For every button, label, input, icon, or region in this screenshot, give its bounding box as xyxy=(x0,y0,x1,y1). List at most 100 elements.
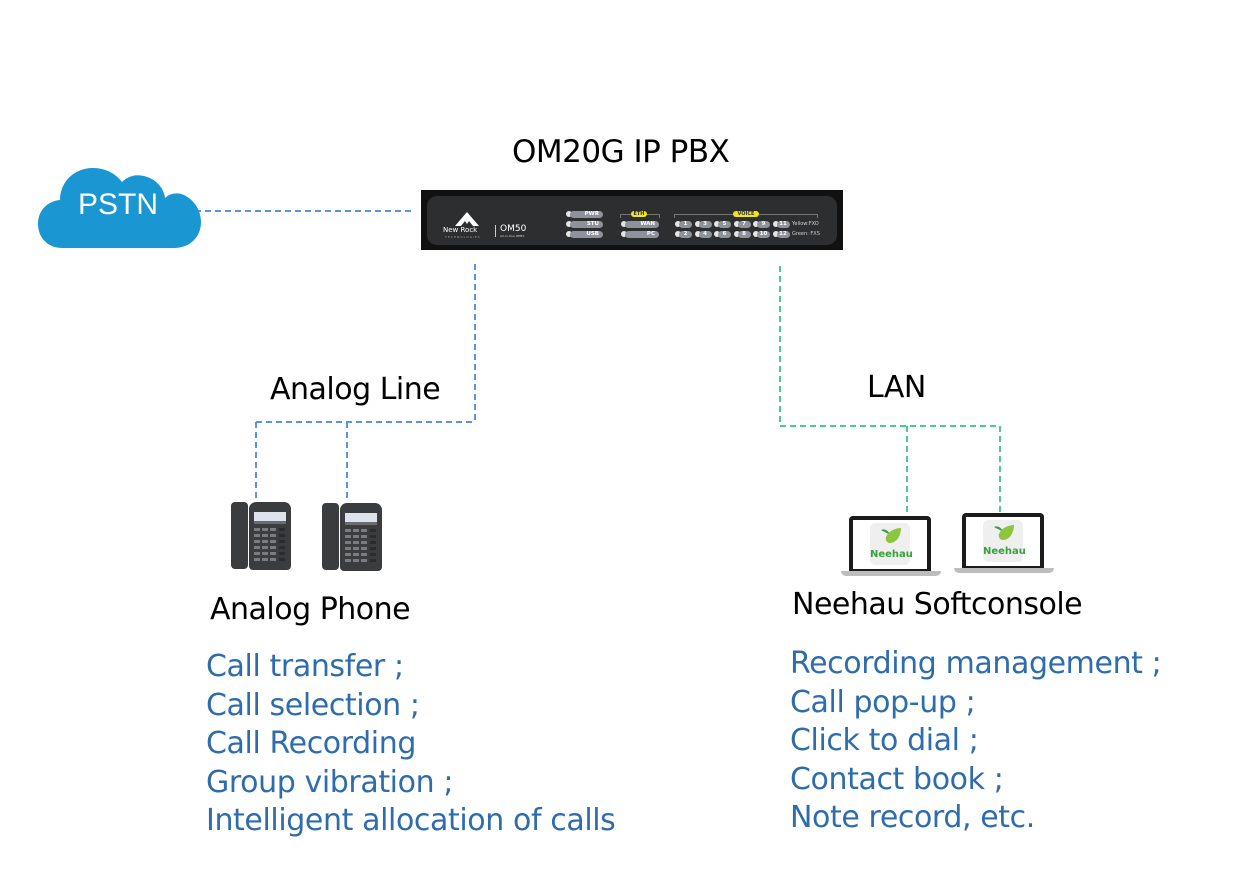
voice-port-label: 6 xyxy=(718,231,731,238)
voice-group-label: VOICE xyxy=(733,211,759,217)
keypad-key xyxy=(270,540,276,543)
keypad-key xyxy=(254,558,260,561)
pc-led xyxy=(621,231,627,237)
laptop-base xyxy=(954,568,1054,573)
handset-icon xyxy=(322,503,339,570)
analog-line-label: Analog Line xyxy=(270,372,441,407)
voice-port-label: 5 xyxy=(718,221,731,228)
keypad-key xyxy=(353,559,359,562)
keypad-key xyxy=(353,547,359,550)
keypad-key xyxy=(361,535,367,538)
laptop-2: Neehau xyxy=(954,513,1054,575)
wan-led xyxy=(621,221,627,227)
new-rock-logo-icon xyxy=(455,212,479,226)
keypad-key xyxy=(361,541,367,544)
voice-port-led xyxy=(714,231,720,237)
keypad-key xyxy=(262,534,268,537)
voice-port-led xyxy=(694,231,701,237)
pwr-led xyxy=(566,211,572,217)
keypad-key xyxy=(254,546,260,549)
lan-label: LAN xyxy=(867,370,926,405)
analog-phone-1 xyxy=(231,502,293,572)
pstn-cloud: PSTN xyxy=(38,160,203,250)
keypad-key xyxy=(254,552,260,555)
cloud-icon xyxy=(38,168,201,248)
keypad-key xyxy=(345,559,351,562)
keypad-key xyxy=(270,558,276,561)
keypad-key xyxy=(361,547,367,550)
voice-port-led xyxy=(753,221,759,227)
softconsole-features: Recording management ; Call pop-up ; Cli… xyxy=(790,645,1162,838)
keypad-key xyxy=(279,546,285,549)
stu-label: STU xyxy=(570,221,603,228)
legend-fxs: Green: FXS xyxy=(792,231,820,237)
usb-label: USB xyxy=(570,231,603,238)
voice-port-led xyxy=(675,221,681,227)
neehau-app-icon: Neehau xyxy=(870,523,913,565)
keypad-key xyxy=(345,547,351,550)
keypad-key xyxy=(353,535,359,538)
softconsole-label: Neehau Softconsole xyxy=(792,587,1083,622)
keypad-key xyxy=(370,529,376,532)
phone-base-icon xyxy=(249,502,291,570)
keypad-key xyxy=(254,540,260,543)
keypad-key xyxy=(353,529,359,532)
feature-item: Contact book ; xyxy=(790,761,1004,797)
voice-port-led xyxy=(733,221,740,227)
keypad-key xyxy=(279,552,285,555)
analog-phone-label: Analog Phone xyxy=(210,592,411,627)
keypad-key xyxy=(370,547,376,550)
keypad-key xyxy=(270,546,276,549)
keypad-key xyxy=(270,528,276,531)
handset-icon xyxy=(231,502,248,569)
pbx-brand: New Rock xyxy=(443,226,478,234)
keypad-key xyxy=(361,559,367,562)
analog-phone-features: Call transfer ; Call selection ; Call Re… xyxy=(206,648,616,841)
voice-port-label: 1 xyxy=(679,221,692,228)
keypad-key xyxy=(279,558,285,561)
pbx-model-sub: All-in-One IPPBX xyxy=(500,234,525,238)
keypad-key xyxy=(370,535,376,538)
keypad-key xyxy=(270,534,276,537)
keypad-key xyxy=(345,535,351,538)
voice-port-label: 12 xyxy=(776,231,790,238)
feature-item: Click to dial ; xyxy=(790,723,979,758)
voice-port-led xyxy=(753,231,759,237)
voice-port-label: 3 xyxy=(698,221,712,228)
pbx-model: OM50 xyxy=(500,224,527,234)
leaf-icon xyxy=(994,525,1014,540)
keypad-key xyxy=(279,540,285,543)
feature-item: Note record, etc. xyxy=(790,800,1035,835)
keypad-key xyxy=(262,546,268,549)
leaf-icon xyxy=(881,528,901,543)
keypad-key xyxy=(262,528,268,531)
keypad-key xyxy=(270,552,276,555)
pwr-label: PWR xyxy=(570,211,603,218)
stu-led xyxy=(566,221,572,227)
voice-port-label: 7 xyxy=(737,221,751,228)
pbx-title: OM20G IP PBX xyxy=(512,134,730,170)
pbx-divider xyxy=(495,225,496,237)
feature-item: Call selection ; xyxy=(206,687,420,723)
voice-port-led xyxy=(772,231,779,237)
keypad-key xyxy=(370,559,376,562)
keypad-key xyxy=(254,528,260,531)
voice-port-label: 4 xyxy=(698,231,712,238)
voice-port-label: 10 xyxy=(757,231,770,238)
feature-item: Call Recording xyxy=(206,726,416,761)
analog-phone-2 xyxy=(322,503,384,573)
feature-item: Intelligent allocation of calls xyxy=(206,803,616,838)
voice-port-led xyxy=(675,231,681,237)
keypad-key xyxy=(279,534,285,537)
laptop-1: Neehau xyxy=(841,516,941,578)
laptop-base xyxy=(841,571,941,576)
voice-port-led xyxy=(733,231,740,237)
keypad-key xyxy=(345,541,351,544)
voice-port-led xyxy=(772,221,779,227)
keypad-key xyxy=(353,541,359,544)
keypad-key xyxy=(279,528,285,531)
keypad-key xyxy=(345,529,351,532)
wan-label: WAN xyxy=(625,221,659,228)
feature-item: Call transfer ; xyxy=(206,649,404,684)
